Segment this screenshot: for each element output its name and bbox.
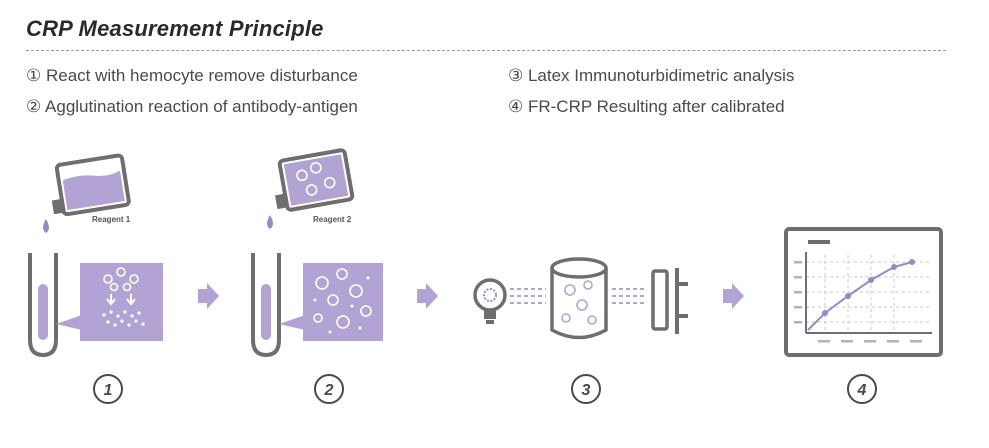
hemocyte-reaction-panel (80, 263, 163, 341)
step-badge-number: 2 (324, 382, 334, 399)
test-tube-icon (251, 253, 281, 358)
arrow-right-icon (198, 283, 219, 309)
drop-icon (267, 215, 273, 229)
step-badge-2: 2 (314, 374, 344, 404)
detector-icon (651, 268, 688, 334)
arrow-right-icon (417, 283, 438, 309)
reagent-1-label: Reagent 1 (92, 215, 131, 224)
reagent-2-bottle-icon (275, 148, 355, 212)
step-badge-number: 4 (857, 382, 867, 399)
test-tube-icon (28, 253, 58, 358)
step-4-description: ④ FR-CRP Resulting after calibrated (508, 97, 785, 116)
step-badge-number: 1 (104, 382, 113, 399)
calibration-monitor-icon (784, 227, 943, 357)
light-bulb-icon (473, 278, 507, 324)
reagent-2-label: Reagent 2 (313, 215, 352, 224)
arrow-right-icon (723, 283, 744, 309)
cuvette-icon (550, 257, 608, 340)
step-3-description: ③ Latex Immunoturbidimetric analysis (508, 66, 795, 85)
step-badge-4: 4 (847, 374, 877, 404)
step-badge-3: 3 (571, 374, 601, 404)
step-1-description: ① React with hemocyte remove disturbance (26, 66, 358, 85)
step-badge-1: 1 (93, 374, 123, 404)
light-beam (612, 288, 646, 304)
light-beam (510, 288, 546, 304)
page-title: CRP Measurement Principle (26, 16, 324, 41)
process-diagram: Reagent 1 Reagent (28, 148, 943, 404)
drop-icon (43, 219, 49, 233)
step-2-description: ② Agglutination reaction of antibody-ant… (26, 97, 358, 116)
agglutination-panel (303, 263, 383, 341)
step-badge-number: 3 (582, 382, 591, 399)
reagent-1-bottle-icon (51, 153, 131, 217)
title-divider (26, 50, 946, 51)
